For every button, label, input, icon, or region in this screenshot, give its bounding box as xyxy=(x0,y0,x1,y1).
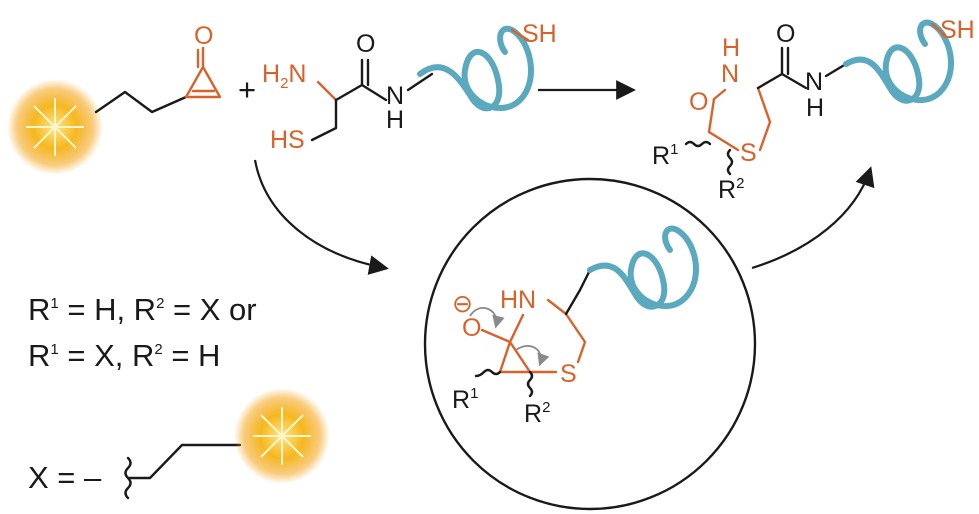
legend-line1-sup1: 1 xyxy=(50,295,58,312)
legend-line2-end: = H xyxy=(163,338,221,373)
substituent-legend: R1 = H, R2 = X or R1 = X, R2 = H X = – xyxy=(28,292,257,500)
carbonyl-oxygen-label: O xyxy=(194,22,213,50)
product-amide-n-label: N xyxy=(805,68,823,96)
svg-text:R1 = H, R2 = X or: R1 = H, R2 = X or xyxy=(28,292,257,327)
svg-text:R1: R1 xyxy=(652,141,678,170)
fluorophore-x-icon xyxy=(234,388,330,484)
intermediate-hn-label: HN xyxy=(500,286,536,314)
legend-line2-sup2: 2 xyxy=(154,341,162,358)
amide-oxygen-label: O xyxy=(356,30,375,58)
intermediate-r1-label: R xyxy=(452,386,470,414)
product-peptide-thiol-label: SH xyxy=(940,16,975,44)
product-r2-label: R xyxy=(718,176,736,204)
x-definition-label: X = – xyxy=(28,460,102,495)
product-ring-n-label: N xyxy=(721,60,739,88)
electron-arrow-2 xyxy=(515,345,550,367)
product-amide-o-label: O xyxy=(776,20,795,48)
product-r1-sup: 1 xyxy=(670,141,678,158)
alkoxide-charge-label: ⊖ xyxy=(452,290,473,318)
amine-n-label: N xyxy=(288,60,306,88)
curved-arrow-to-intermediate xyxy=(253,159,389,275)
fluorophore-icon xyxy=(7,79,103,175)
legend-line2-sup1: 1 xyxy=(50,341,58,358)
svg-text:R1: R1 xyxy=(452,385,478,414)
amine-subscript: 2 xyxy=(280,75,288,92)
cyclopropenone-reagent: O xyxy=(94,22,222,114)
svg-text:H2N: H2N xyxy=(262,60,306,92)
thiol-label: HS xyxy=(270,126,305,154)
peptide-helix-icon: SH xyxy=(417,20,557,112)
svg-text:R2: R2 xyxy=(524,399,550,428)
intermediate-sulfur-label: S xyxy=(560,360,577,388)
thiazepanone-product: H N O S O N H R1 R2 xyxy=(652,20,848,204)
intermediate-r1-sup: 1 xyxy=(470,385,478,402)
electron-arrow-1 xyxy=(469,307,505,329)
amine-h-label: H xyxy=(262,60,280,88)
alkoxide-o-label: O xyxy=(462,314,481,342)
curved-arrow-to-product xyxy=(751,166,875,270)
svg-text:R1 = X, R2 = H: R1 = X, R2 = H xyxy=(28,338,220,373)
cysteine-peptide: H2N O N H HS xyxy=(262,30,434,154)
peptide-thiol-label: SH xyxy=(522,20,557,48)
amide-hydrogen-label: H xyxy=(386,106,404,134)
intermediate-circle: ⊖ O HN S R1 R2 xyxy=(423,177,757,511)
legend-line2-mid: = X, R xyxy=(59,338,155,373)
amide-nitrogen-label: N xyxy=(386,82,404,110)
legend-line1-mid: = H, R xyxy=(59,292,156,327)
intermediate-r2-label: R xyxy=(524,400,542,428)
product-sulfur-label: S xyxy=(740,139,757,167)
legend-line1-r: R xyxy=(28,292,50,327)
product-ketone-o-label: O xyxy=(689,88,708,116)
product-helix-icon: SH xyxy=(843,16,975,104)
legend-line1-end: = X or xyxy=(164,292,256,327)
product-amide-h-label: H xyxy=(806,94,824,122)
legend-line1-sup2: 2 xyxy=(156,295,164,312)
product-r1-label: R xyxy=(652,142,670,170)
legend-line2-r: R xyxy=(28,338,50,373)
product-r2-sup: 2 xyxy=(736,175,744,192)
product-nh-h-label: H xyxy=(722,34,740,62)
plus-sign: + xyxy=(238,72,256,107)
intermediate-r2-sup: 2 xyxy=(542,399,550,416)
svg-text:R2: R2 xyxy=(718,175,744,204)
